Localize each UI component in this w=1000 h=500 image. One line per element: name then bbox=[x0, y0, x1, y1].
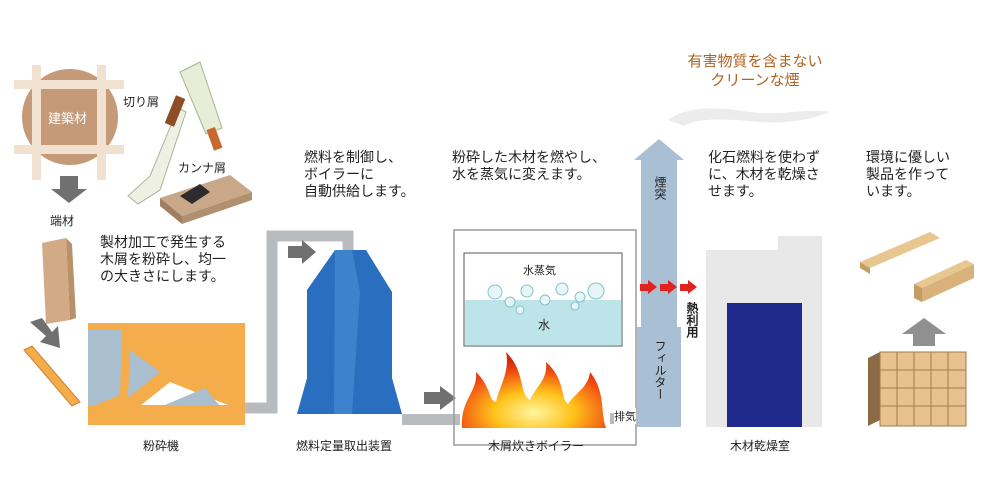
smoke-icon bbox=[668, 108, 830, 126]
arrow-into-fuel-device-icon bbox=[288, 240, 316, 264]
building-material-label: 建築材 bbox=[48, 112, 88, 127]
chimney bbox=[634, 139, 684, 427]
down-arrow-icon bbox=[51, 176, 87, 203]
exhaust-label: 排気 bbox=[614, 408, 636, 424]
plane-tool-icon bbox=[160, 175, 252, 224]
drying-room bbox=[706, 236, 822, 427]
eco-description: 環境に優しい 製品を作って います。 bbox=[866, 150, 950, 200]
fire-icon bbox=[461, 352, 606, 428]
steam-label: 水蒸気 bbox=[523, 264, 556, 277]
water-label: 水 bbox=[538, 318, 551, 332]
drying-room-label: 木材乾燥室 bbox=[730, 439, 791, 453]
offcuts-label: 端材 bbox=[50, 214, 75, 228]
saw-icon bbox=[127, 61, 223, 205]
lumber-icon bbox=[860, 232, 974, 302]
shavings-label: 切り屑 bbox=[123, 95, 160, 109]
boiler-label: 木屑炊きボイラー bbox=[488, 439, 585, 453]
arrow-into-boiler-icon bbox=[424, 386, 456, 410]
heat-use-label: 熱利用 bbox=[685, 302, 699, 338]
chip-chute bbox=[23, 345, 81, 407]
clean-smoke-text: 有害物質を含まない クリーンな煙 bbox=[687, 52, 823, 89]
boiler-description: 粉砕した木材を燃やし、 水を蒸気に変えます。 bbox=[452, 150, 606, 183]
chimney-label: 煙突 bbox=[653, 176, 667, 200]
crusher-machine bbox=[88, 323, 245, 425]
offcut-block-icon bbox=[42, 238, 76, 324]
fuel-device-label: 燃料定量取出装置 bbox=[296, 439, 393, 453]
boiler-frame bbox=[453, 229, 637, 446]
crush-description: 製材加工で発生する 木屑を粉砕し、均一 の大きさにします。 bbox=[100, 235, 226, 285]
plane-shavings-label: カンナ屑 bbox=[178, 161, 227, 175]
heat-arrows-icon bbox=[640, 280, 697, 294]
log-stack-icon bbox=[868, 351, 967, 427]
drying-description: 化石燃料を使わず に、木材を乾燥さ せます。 bbox=[708, 150, 820, 200]
up-arrow-icon bbox=[902, 318, 946, 346]
building-material-icon bbox=[14, 65, 124, 180]
fuel-description: 燃料を制御し、 ボイラーに 自動供給します。 bbox=[304, 150, 415, 200]
crusher-label: 粉砕機 bbox=[143, 439, 180, 453]
fuel-pipe bbox=[245, 230, 354, 414]
steam-water-tank bbox=[463, 252, 623, 347]
fuel-device bbox=[297, 250, 402, 414]
filter-label: フィルター bbox=[653, 340, 667, 400]
arrow-into-crusher-icon bbox=[30, 318, 60, 348]
boiler-feed-pipe bbox=[402, 414, 460, 425]
